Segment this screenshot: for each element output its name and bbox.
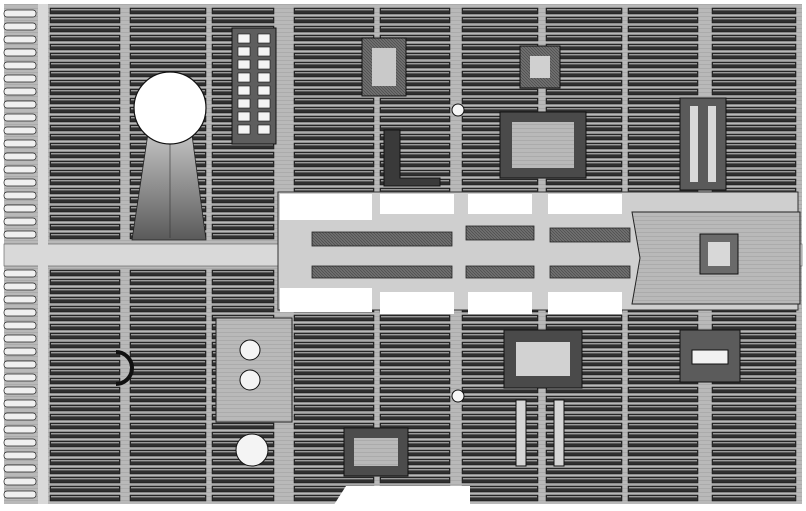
- left-comb-edge: [3, 9, 37, 499]
- sphere: [133, 71, 207, 145]
- courtyard-upper: [361, 37, 727, 191]
- courtyard-lower: [343, 329, 741, 477]
- colonnade-upper: [231, 27, 277, 145]
- west-avenue: [38, 4, 48, 504]
- dome-cluster: [115, 317, 293, 467]
- central-channel-complex: [277, 191, 801, 314]
- cone-monument: [131, 71, 207, 241]
- row-block-field: [129, 269, 207, 502]
- row-block-field: [49, 269, 121, 502]
- marker-north: [451, 103, 465, 117]
- row-block-field: [49, 7, 121, 240]
- marker-south: [451, 389, 465, 403]
- bottom-notch: [330, 486, 470, 511]
